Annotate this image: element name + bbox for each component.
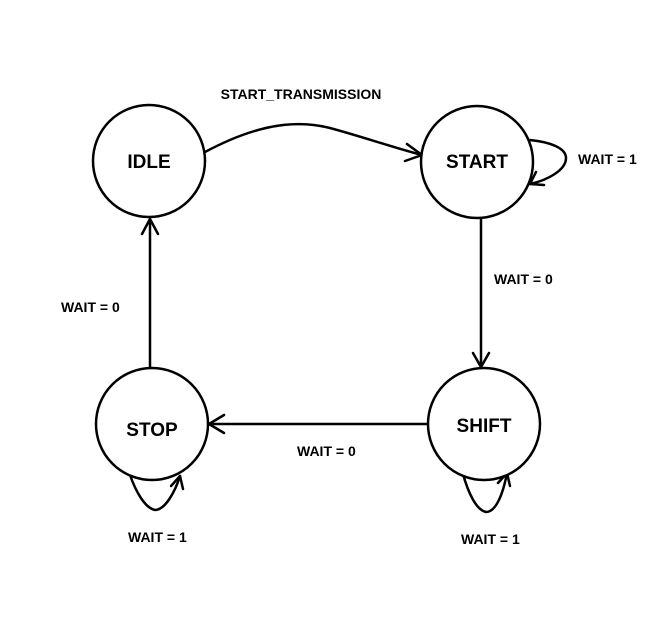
state-start-circle: [419, 104, 535, 220]
state-start: START: [419, 104, 535, 220]
arrowhead-stop-self-loop: [169, 474, 185, 491]
state-shift-circle: [426, 366, 542, 482]
label-shift-to-stop: WAIT = 0: [297, 443, 356, 459]
label-idle-to-start: START_TRANSMISSION: [221, 86, 382, 102]
label-stop-to-idle: WAIT = 0: [61, 299, 120, 315]
edge-start-self-loop: [528, 138, 568, 186]
edge-shift-self-loop: [461, 471, 509, 514]
state-idle-label: IDLE: [127, 152, 170, 173]
edge-stop-self-loop: [128, 473, 182, 512]
state-start-label: START: [446, 152, 508, 173]
state-idle: IDLE: [91, 103, 207, 219]
state-shift: SHIFT: [426, 366, 542, 482]
edge-idle-to-start: [203, 122, 424, 157]
label-start-self-loop: WAIT = 1: [578, 151, 637, 167]
arrowhead-start-self-loop: [528, 170, 546, 187]
state-shift-label: SHIFT: [457, 416, 512, 437]
label-stop-self-loop: WAIT = 1: [128, 529, 187, 545]
state-stop: STOP: [94, 366, 210, 482]
label-start-to-shift: WAIT = 0: [494, 271, 553, 287]
label-shift-self-loop: WAIT = 1: [461, 531, 520, 547]
state-stop-label: STOP: [126, 420, 178, 441]
state-idle-circle: [91, 103, 207, 219]
state-stop-circle: [94, 366, 210, 482]
arrowhead-stop-to-idle: [140, 217, 160, 236]
